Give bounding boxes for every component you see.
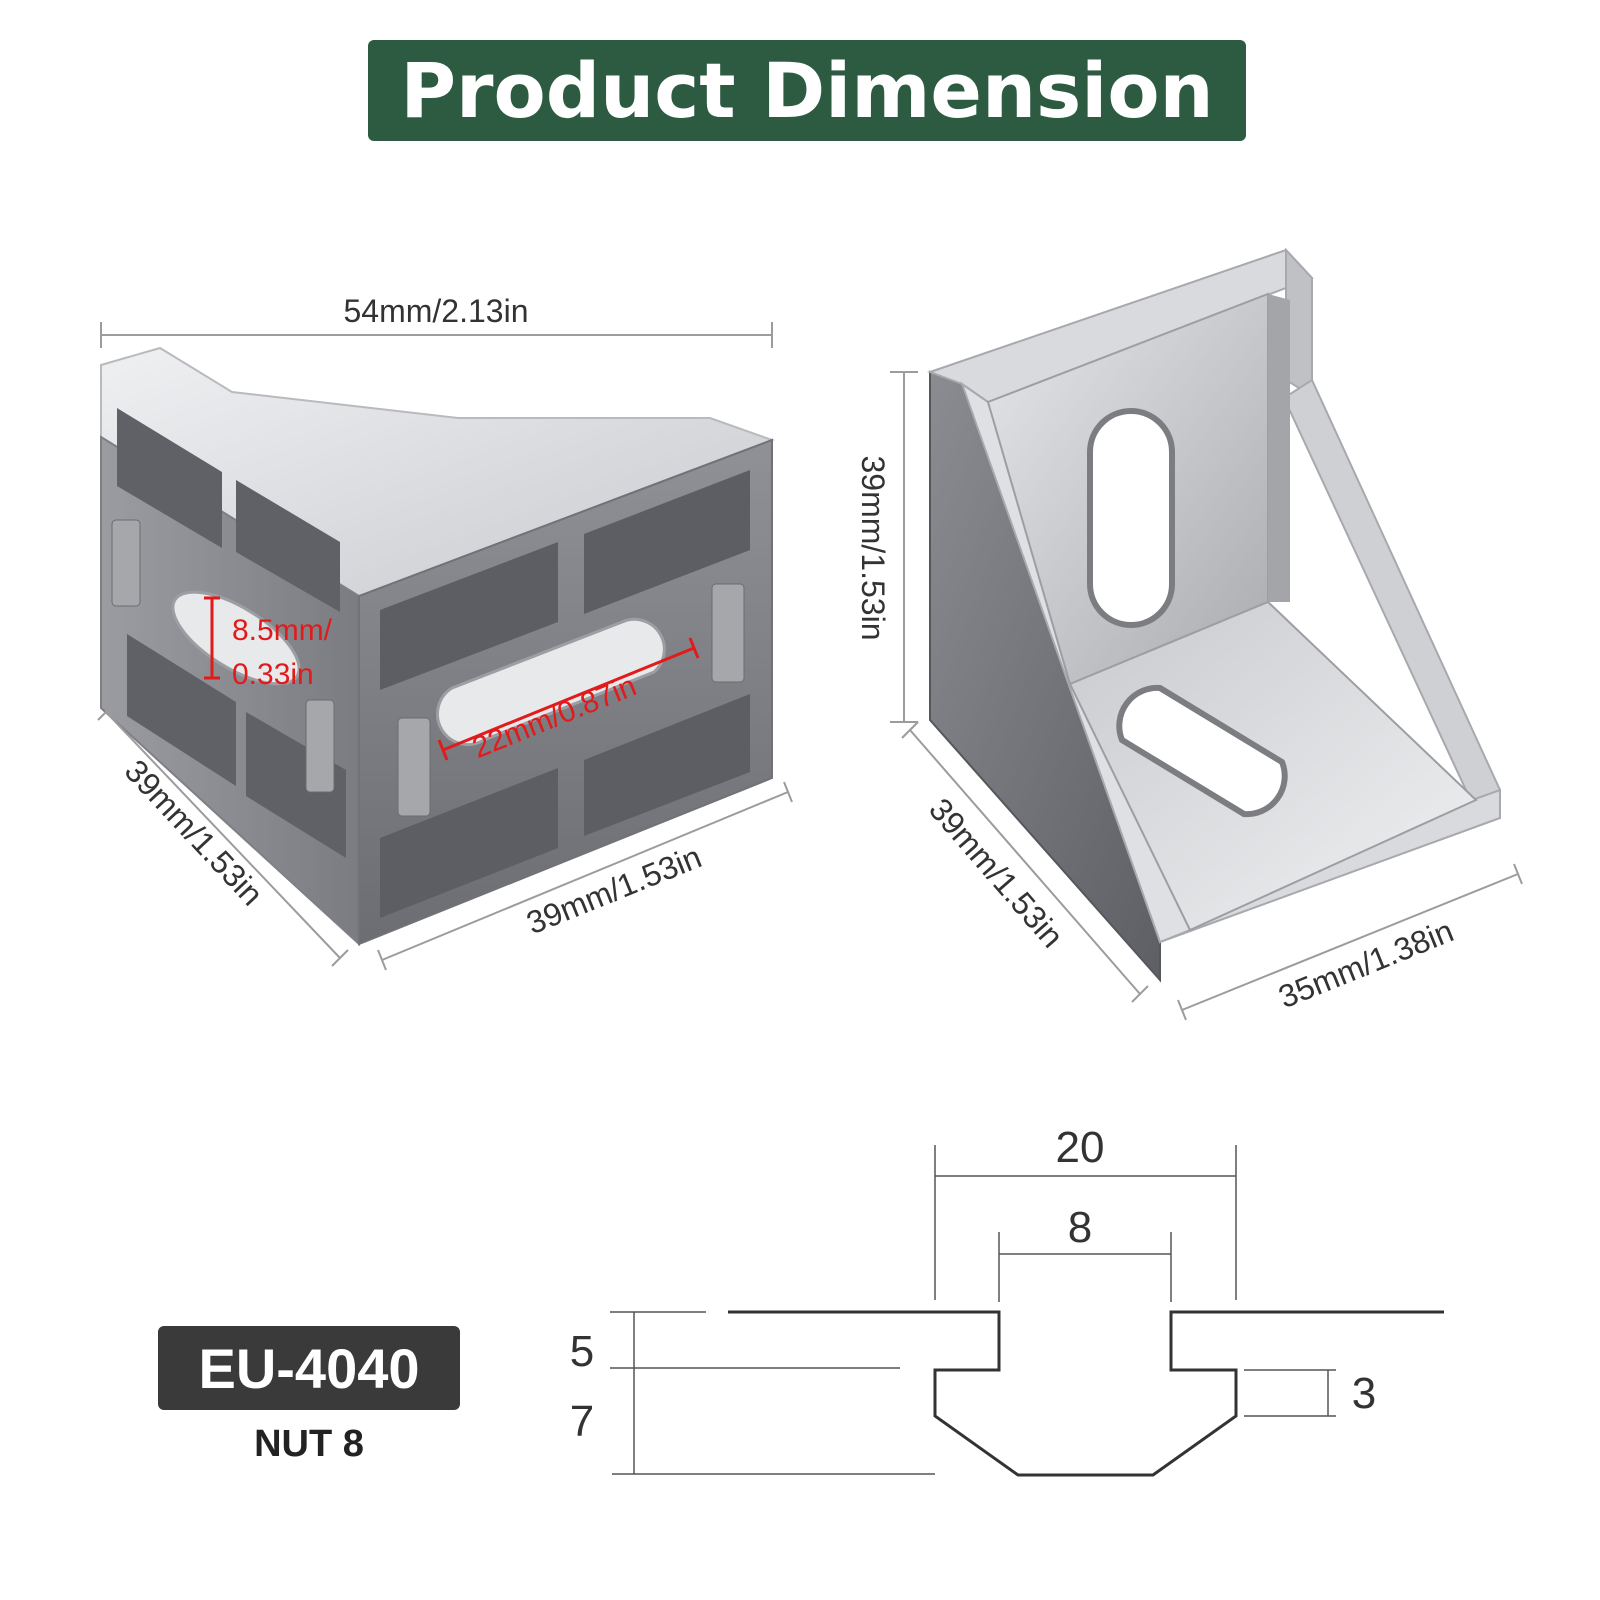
right-bracket (927, 247, 1502, 983)
title-banner: Product Dimension (368, 40, 1246, 141)
right-height-label: 39mm/1.53in (855, 456, 891, 641)
left-slot-height-in-label: 0.33in (232, 658, 314, 691)
slot-profile (610, 1145, 1444, 1477)
right-bracket-dimensions (890, 371, 1523, 1021)
profile-lip-label: 3 (1352, 1369, 1376, 1418)
model-badge: EU-4040 (158, 1326, 460, 1410)
profile-depth1-label: 5 (570, 1327, 594, 1376)
model-label: EU-4040 (198, 1336, 420, 1400)
profile-slot-label: 8 (1068, 1203, 1092, 1252)
left-top-width-label: 54mm/2.13in (344, 293, 529, 329)
page-title: Product Dimension (400, 46, 1214, 135)
left-bracket-red-dimensions (204, 596, 700, 761)
left-bracket-dimensions (97, 322, 793, 971)
left-slot-height-label: 8.5mm/ (232, 614, 333, 647)
right-width-label: 35mm/1.38in (1273, 912, 1458, 1015)
profile-width-label: 20 (1056, 1123, 1105, 1172)
nut-label: NUT 8 (254, 1423, 364, 1465)
profile-depth2-label: 7 (570, 1397, 594, 1446)
left-bracket (100, 346, 775, 947)
slot-profile-outline (728, 1310, 1444, 1477)
